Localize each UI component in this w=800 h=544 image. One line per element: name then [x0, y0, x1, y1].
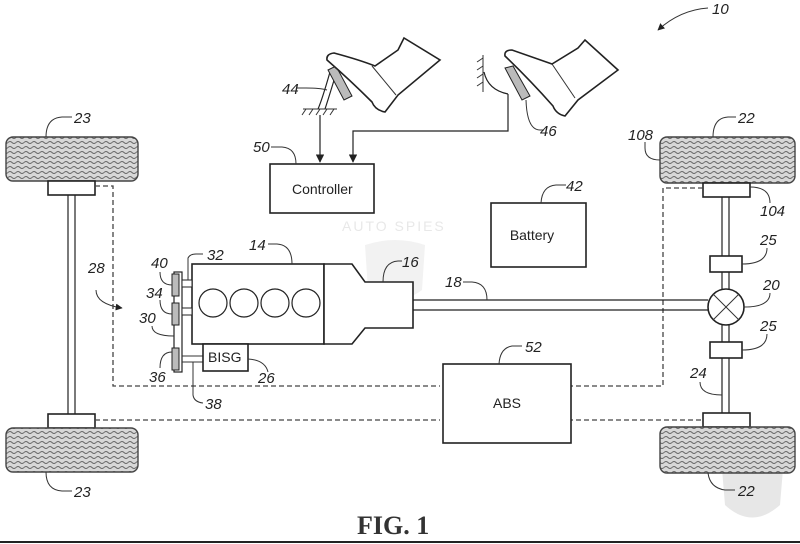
ref-32: 32	[207, 247, 224, 264]
ref-22-bottom: 22	[737, 483, 755, 500]
leader-36	[159, 351, 173, 369]
ref-24: 24	[689, 365, 707, 382]
signal-line-rear-top	[568, 187, 703, 387]
figure-caption: FIG. 1	[357, 511, 429, 540]
differential	[707, 288, 745, 326]
abs-label: ABS	[493, 395, 521, 411]
ref-46: 46	[540, 123, 557, 140]
leader-26	[247, 358, 269, 373]
leader-46	[525, 99, 544, 131]
battery-block[interactable]	[490, 202, 587, 268]
engine	[191, 263, 325, 345]
ref-14: 14	[249, 237, 266, 254]
ref-18: 18	[445, 274, 462, 291]
leader-42	[540, 184, 566, 204]
ref-28: 28	[87, 260, 105, 277]
arrow-10	[657, 7, 709, 31]
bisg-label: BISG	[208, 349, 241, 365]
ref-23-bottom: 23	[73, 484, 91, 501]
rear-right-wheel-top	[659, 136, 796, 198]
leader-108	[644, 142, 661, 161]
ref-25-upper: 25	[759, 232, 777, 249]
leader-40	[159, 271, 173, 286]
leader-14	[268, 243, 293, 265]
ref-38: 38	[205, 396, 222, 413]
ref-10: 10	[712, 1, 729, 18]
ref-34: 34	[146, 285, 163, 302]
leader-23-top	[45, 116, 72, 138]
brake-pedal	[476, 55, 531, 101]
ref-26: 26	[257, 370, 275, 387]
front-left-wheel-bottom	[5, 413, 139, 473]
ref-108: 108	[628, 127, 654, 144]
controller-label: Controller	[292, 181, 353, 197]
signal-brake-to-controller	[348, 94, 509, 163]
front-left-wheel-top	[5, 136, 139, 196]
transmission	[323, 263, 414, 345]
ref-16: 16	[402, 254, 419, 271]
leader-18	[463, 281, 488, 301]
front-axle	[67, 195, 76, 414]
half-shaft-joint-upper	[709, 255, 743, 273]
leader-32	[187, 253, 203, 280]
ref-22-top: 22	[737, 110, 755, 127]
arrow-28	[95, 289, 123, 311]
ref-36: 36	[149, 369, 166, 386]
half-shaft-joint-lower	[709, 341, 743, 359]
ref-44: 44	[282, 81, 299, 98]
driver-foot-accelerator	[326, 36, 442, 113]
leader-25-upper	[741, 247, 768, 265]
abs-block[interactable]	[442, 363, 572, 444]
leader-22-top	[712, 116, 736, 138]
signal-line-front-top	[95, 185, 440, 387]
leader-50	[271, 146, 297, 165]
controller-block[interactable]	[269, 163, 375, 214]
ref-30: 30	[139, 310, 156, 327]
leader-38	[192, 362, 204, 404]
ref-20: 20	[762, 277, 780, 294]
rear-right-wheel-bottom	[659, 412, 796, 474]
leader-44	[296, 87, 328, 91]
ref-42: 42	[566, 178, 583, 195]
ref-52: 52	[525, 339, 542, 356]
leader-34	[159, 299, 173, 315]
leader-23-bottom	[45, 471, 72, 492]
leader-16	[382, 260, 402, 283]
ref-23-top: 23	[73, 110, 91, 127]
battery-label: Battery	[510, 227, 554, 243]
watermark-text: AUTO SPIES	[342, 218, 446, 234]
ref-25-lower: 25	[759, 318, 777, 335]
bisg-block	[202, 343, 249, 372]
leader-30	[151, 325, 175, 337]
leader-52	[498, 345, 522, 365]
leader-24	[699, 381, 723, 396]
leader-104	[749, 186, 771, 204]
driveshaft	[413, 299, 708, 311]
ref-50: 50	[253, 139, 270, 156]
leader-25-lower	[741, 333, 768, 351]
accelerator-pedal	[301, 65, 353, 116]
leader-20	[743, 292, 771, 308]
driver-foot-brake	[504, 38, 620, 117]
accessory-drive	[171, 271, 203, 373]
leader-22-bottom	[707, 472, 735, 491]
ref-40: 40	[151, 255, 168, 272]
ref-104: 104	[760, 203, 785, 220]
